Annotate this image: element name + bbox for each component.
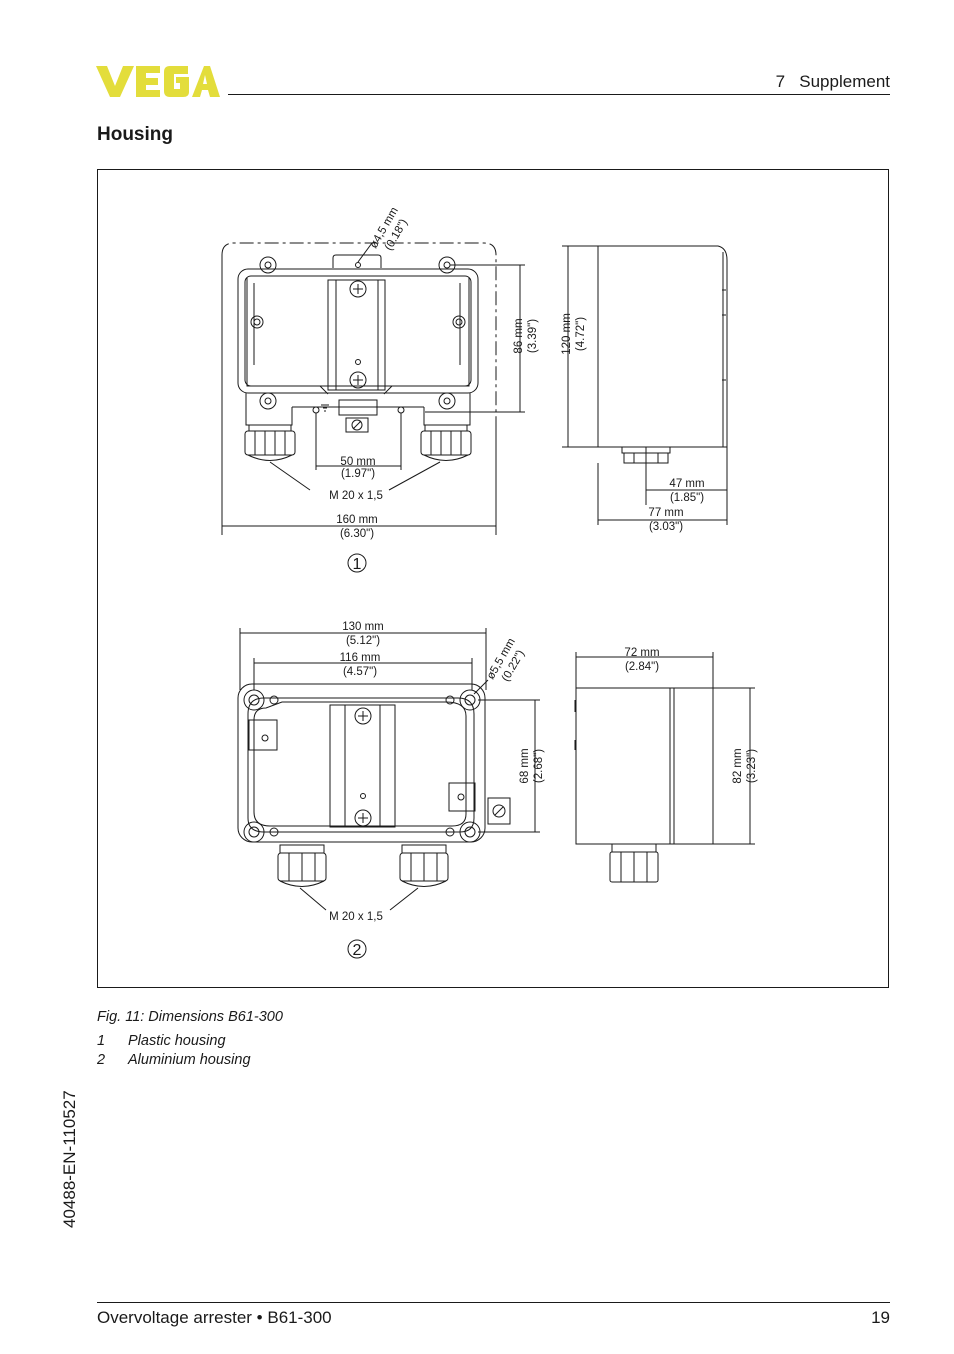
label-w50-mm: 50 mm xyxy=(340,456,375,468)
label-d77-mm: 77 mm xyxy=(648,507,683,519)
header-rule xyxy=(228,94,890,95)
legend-text: Aluminium housing xyxy=(128,1052,251,1068)
legend-number: 2 xyxy=(97,1052,106,1068)
label-h82-in: (3.23") xyxy=(746,749,758,783)
marker-2: 2 xyxy=(353,942,362,959)
section-label: 7 Supplement xyxy=(775,72,890,91)
vega-logo xyxy=(96,64,220,98)
label-h120-mm: 120 mm xyxy=(561,313,573,355)
page-number: 19 xyxy=(871,1308,890,1327)
label-w116-mm: 116 mm xyxy=(340,652,381,664)
label-h68-in: (2.68") xyxy=(533,749,545,783)
plastic-side-view xyxy=(562,245,728,525)
label-h120-in: (4.72") xyxy=(575,317,587,351)
label-thread-1: M 20 x 1,5 xyxy=(329,490,383,502)
label-d77-in: (3.03") xyxy=(649,521,683,533)
label-w116-in: (4.57") xyxy=(343,666,377,678)
label-h86-mm: 86 mm xyxy=(513,318,525,353)
figure-caption: Fig. 11: Dimensions B61-300 xyxy=(97,1009,283,1025)
marker-1-circle xyxy=(347,553,367,573)
label-d47-mm: 47 mm xyxy=(669,478,704,490)
label-h82-mm: 82 mm xyxy=(732,748,744,783)
label-w160-in: (6.30") xyxy=(340,528,374,540)
marker-1: 1 xyxy=(353,556,362,573)
document-id: 40488-EN-110527 xyxy=(60,1090,79,1228)
plastic-front-view xyxy=(221,242,525,535)
label-w50-in: (1.97") xyxy=(341,468,375,480)
label-h86-in: (3.39") xyxy=(527,319,539,353)
label-w130-mm: 130 mm xyxy=(342,621,384,633)
legend-item: 2 Aluminium housing xyxy=(97,1052,251,1068)
page-title: Housing xyxy=(97,124,173,145)
label-thread-2: M 20 x 1,5 xyxy=(329,911,383,923)
label-w72-in: (2.84") xyxy=(625,661,659,673)
dimension-drawing: ø4,5 mm (0.18") 86 mm (3.39") 120 mm (4.… xyxy=(221,205,758,959)
aluminium-side-view xyxy=(574,652,755,883)
aluminium-front-view xyxy=(237,628,540,911)
dimension-figure: ø4,5 mm (0.18") 86 mm (3.39") 120 mm (4.… xyxy=(97,169,889,988)
legend-text: Plastic housing xyxy=(128,1033,226,1049)
label-w130-in: (5.12") xyxy=(346,635,380,647)
marker-2-circle xyxy=(347,939,367,959)
legend-item: 1 Plastic housing xyxy=(97,1033,226,1049)
label-h68-mm: 68 mm xyxy=(519,748,531,783)
label-w72-mm: 72 mm xyxy=(624,647,659,659)
label-d47-in: (1.85") xyxy=(670,492,704,504)
label-w160-mm: 160 mm xyxy=(336,514,378,526)
footer-title: Overvoltage arrester • B61-300 xyxy=(97,1308,332,1327)
legend-number: 1 xyxy=(97,1033,106,1049)
footer-rule xyxy=(97,1302,890,1303)
